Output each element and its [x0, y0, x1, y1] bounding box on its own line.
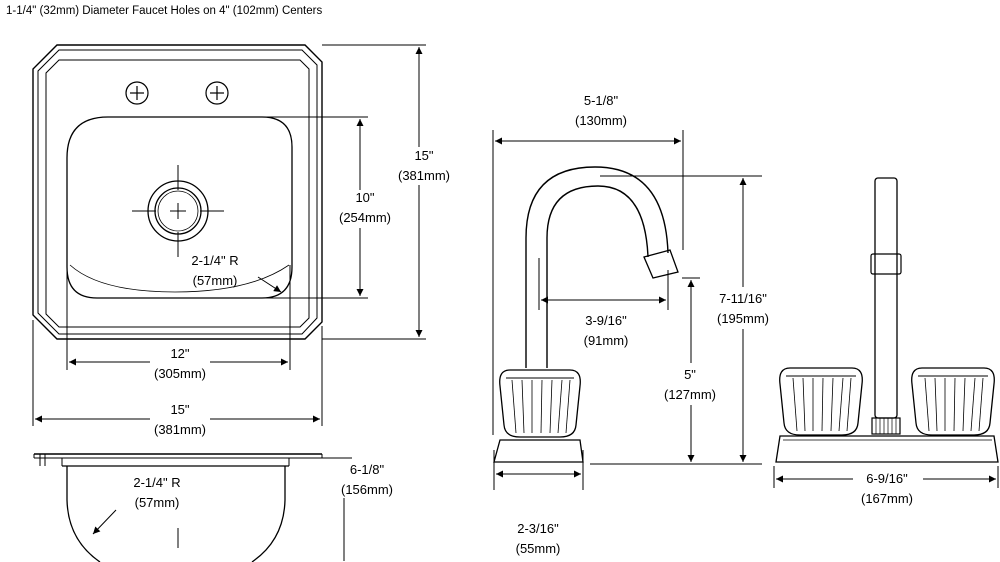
sink-side-view — [33, 453, 323, 562]
faucet-holes — [125, 81, 229, 105]
faucet-base — [493, 439, 584, 463]
sink-length-label: 15" — [414, 148, 433, 163]
base-width-mm-label: (55mm) — [516, 541, 561, 556]
bowl-length-label: 10" — [355, 190, 374, 205]
spout-offset-mm-label: (91mm) — [584, 333, 629, 348]
sink-rim-inner — [37, 49, 318, 335]
faucet-handle-side — [499, 369, 581, 438]
spout-clearance-mm-label: (127mm) — [664, 387, 716, 402]
spout-reach-mm-label: (130mm) — [575, 113, 627, 128]
faucet-spread-label: 6-9/16" — [866, 471, 908, 486]
faucet-height-mm-label: (195mm) — [717, 311, 769, 326]
corner-radius-label: 2-1/4" R — [191, 253, 238, 268]
side-bowl-profile — [66, 466, 101, 562]
faucet-spout — [525, 166, 669, 368]
sink-outer-rim — [32, 44, 323, 340]
spout-aerator — [643, 249, 679, 279]
sink-deck-edge — [45, 59, 310, 328]
side-view-dimensions — [92, 457, 352, 561]
faucet-spread-mm-label: (167mm) — [861, 491, 913, 506]
corner-radius-mm-label: (57mm) — [193, 273, 238, 288]
top-view-dimensions — [32, 44, 426, 426]
faucet-front-view — [775, 177, 999, 463]
base-width-label: 2-3/16" — [517, 521, 559, 536]
faucet-hole-note: 1-1/4" (32mm) Diameter Faucet Holes on 4… — [6, 5, 322, 17]
faucet-side-view — [493, 166, 679, 463]
spout-offset-label: 3-9/16" — [585, 313, 627, 328]
faucet-handle-right — [911, 367, 995, 436]
faucet-handle-left — [779, 367, 863, 436]
sink-width-label: 15" — [170, 402, 189, 417]
bowl-depth-label: 6-1/8" — [350, 462, 385, 477]
bowl-depth-mm-label: (156mm) — [341, 482, 393, 497]
faucet-hole-left — [125, 81, 149, 105]
spout-clearance-label: 5" — [684, 367, 696, 382]
drain — [132, 165, 224, 257]
faucet-front-base — [775, 435, 999, 463]
bowl-width-mm-label: (305mm) — [154, 366, 206, 381]
sink-width-mm-label: (381mm) — [154, 422, 206, 437]
faucet-hole-right — [205, 81, 229, 105]
bowl-inner-contour — [69, 264, 290, 293]
side-radius-label: 2-1/4" R — [133, 475, 180, 490]
sink-length-mm-label: (381mm) — [398, 168, 450, 183]
faucet-spout-stem — [874, 177, 898, 419]
faucet-height-label: 7-11/16" — [719, 291, 767, 306]
sink-top-view — [32, 44, 323, 340]
spout-reach-label: 5-1/8" — [584, 93, 619, 108]
side-radius-mm-label: (57mm) — [135, 495, 180, 510]
sink-bowl-outline — [66, 116, 293, 299]
bowl-length-mm-label: (254mm) — [339, 210, 391, 225]
bowl-width-label: 12" — [170, 346, 189, 361]
